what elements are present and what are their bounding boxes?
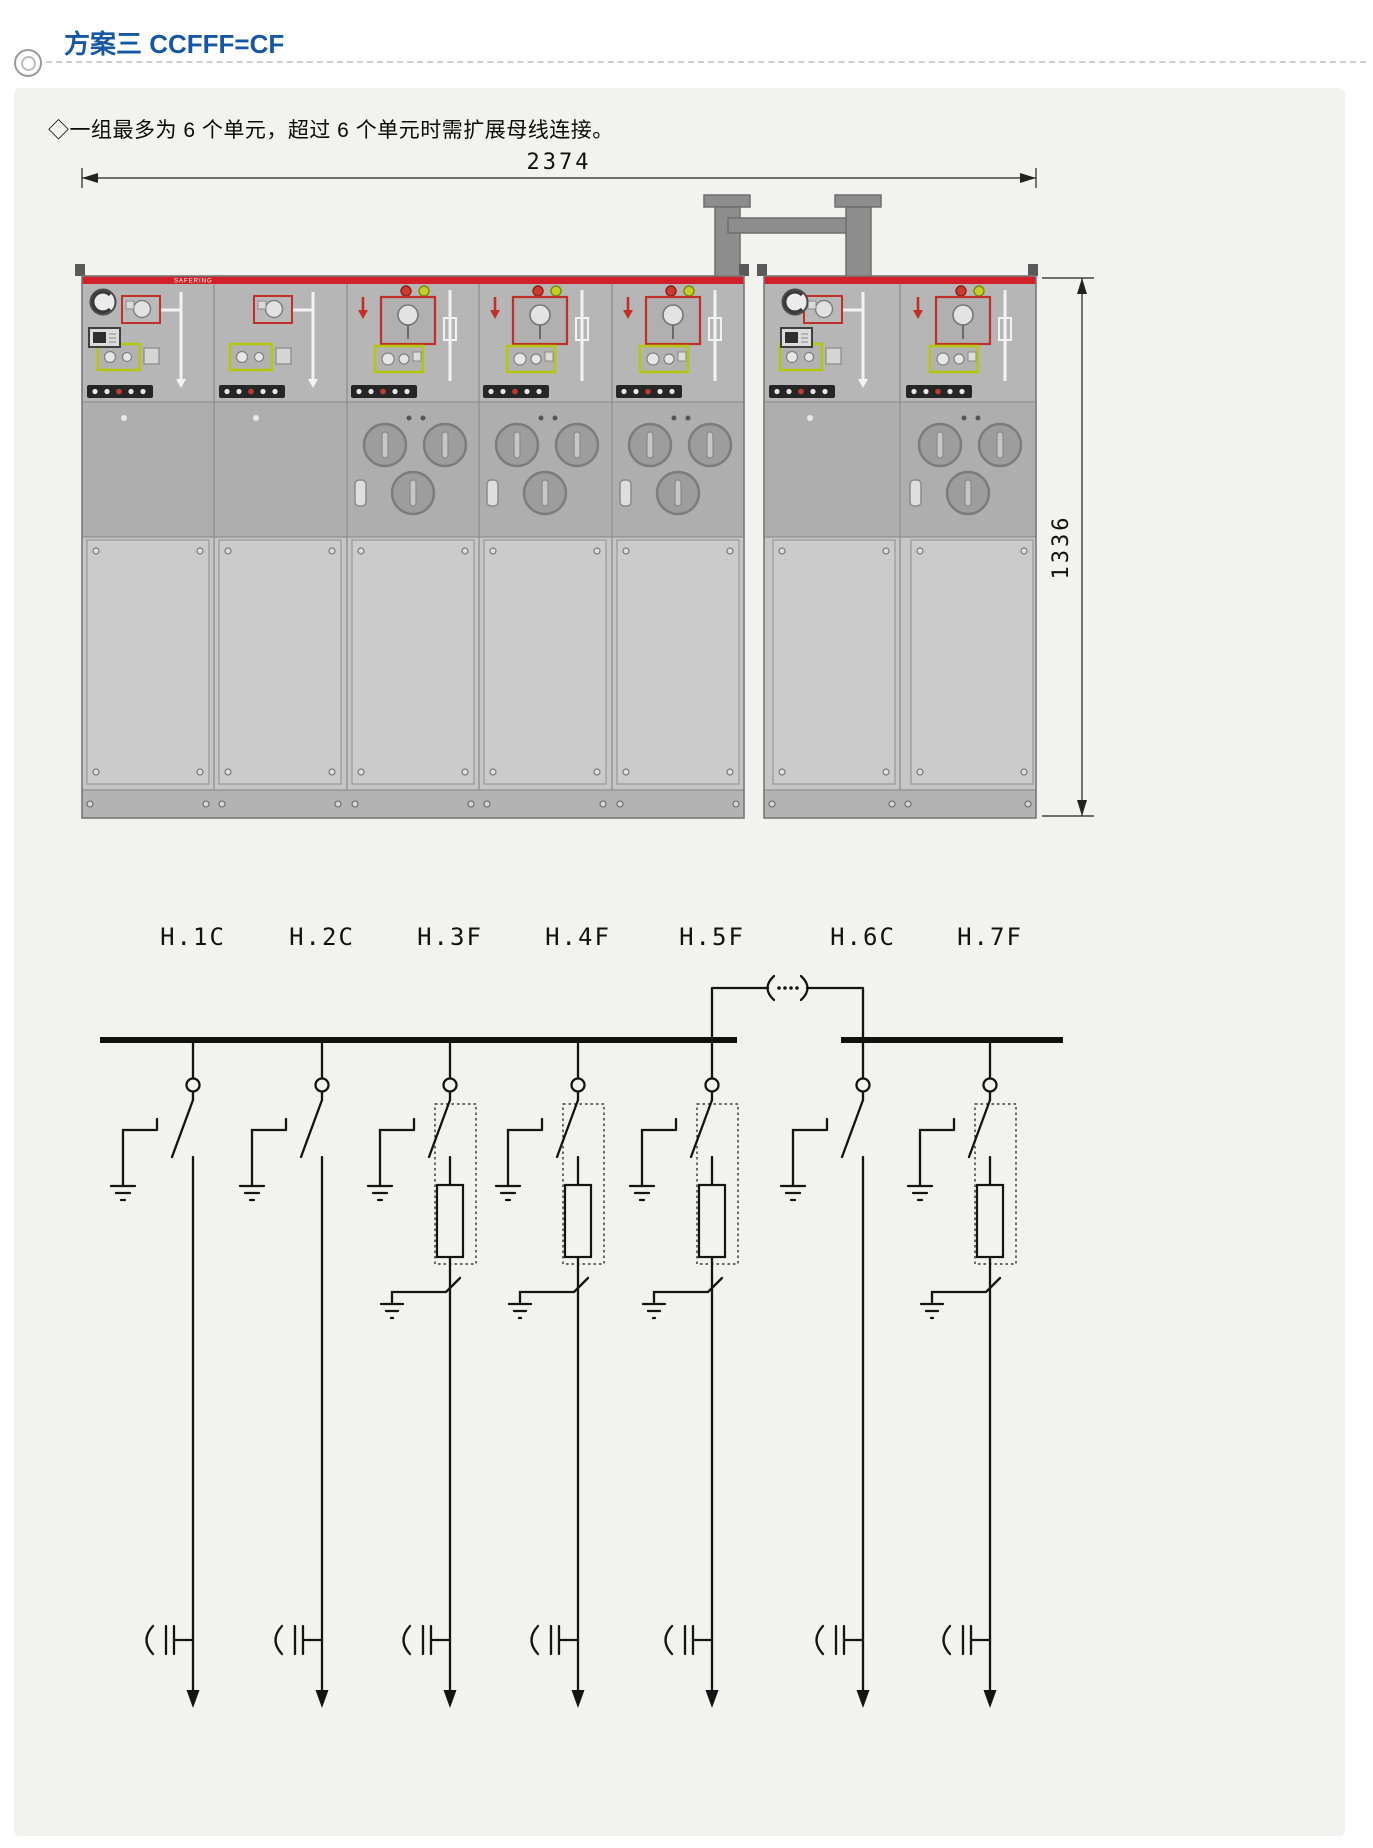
busbar-bridge [703,194,882,278]
feeder-h1c-symbol [109,1038,201,1710]
dimension-height: 1336 [1042,277,1094,817]
cabinet-right-block [763,275,1037,819]
feeder-h6c-symbol [779,1038,871,1710]
dimension-width-label: 2374 [527,150,592,175]
mounting-tabs [75,264,1038,276]
note-text: ◇一组最多为 6 个单元，超过 6 个单元时需扩展母线连接。 [48,119,614,142]
cabinet-front-view-drawing: 2374 1336 [75,150,1094,819]
feeder-label-h2c: H.2C [289,923,355,951]
feeder-label-h1c: H.1C [160,923,226,951]
feeder-label-h6c: H.6C [830,923,896,951]
feeder-h4f-symbol [494,1038,606,1710]
cabinet-left-block: SAFERING [81,275,745,819]
feeder-label-h3f: H.3F [417,923,483,951]
feeder-h2c-symbol [238,1038,330,1710]
section-title: 方案三 CCFFF=CF [64,29,285,59]
dashed-divider [16,61,1366,63]
dimension-height-label: 1336 [1049,515,1074,580]
busbar-extension-link [710,974,865,1042]
dimension-width: 2374 [81,150,1037,188]
brand-strip-label: SAFERING [174,279,213,285]
feeder-h7f-symbol [906,1038,1018,1710]
feeder-h5f-symbol [628,1038,740,1710]
content-panel: ◇一组最多为 6 个单元，超过 6 个单元时需扩展母线连接。 [14,88,1345,1836]
feeder-label-h5f: H.5F [679,923,745,951]
cable-connector-symbol [777,986,799,990]
base-screws [86,800,740,808]
base-screws [768,800,1032,808]
feeder-label-h7f: H.7F [957,923,1023,951]
single-line-diagram: H.1C H.2C H.3F H.4F H.5F H.6C H.7F [100,923,1063,1710]
bullet-rings-icon [14,49,42,77]
feeder-label-h4f: H.4F [545,923,611,951]
feeder-h3f-symbol [366,1038,478,1710]
